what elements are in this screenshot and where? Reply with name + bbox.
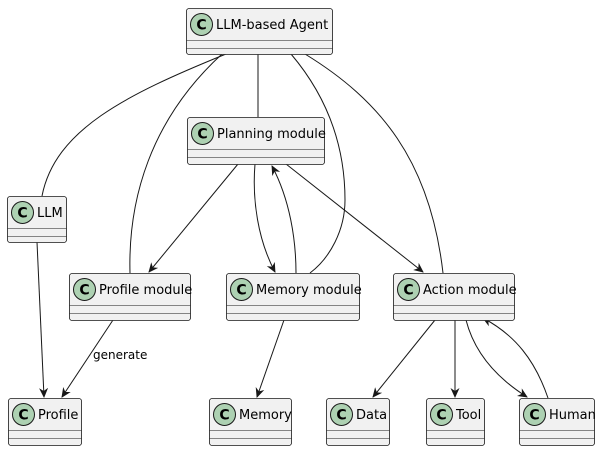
relation-agent-to-memorym [290, 53, 346, 274]
relation-human-to-actionm [482, 317, 549, 399]
class-stereotype-icon [430, 403, 453, 426]
class-profilem[interactable]: C Profile module [69, 273, 193, 321]
relation-planning-to-profilem [148, 163, 239, 273]
class-name: LLM [37, 206, 63, 221]
class-stereotype-letter: C [436, 408, 446, 424]
class-stereotype-letter: C [196, 18, 206, 34]
class-stereotype-letter: C [197, 127, 207, 143]
class-stereotype-letter: C [219, 408, 229, 424]
relation-agent-to-actionm [304, 53, 444, 274]
relation-planning-to-actionm [285, 163, 424, 273]
class-memory[interactable]: C Memory [209, 398, 293, 446]
class-stereotype-icon [11, 201, 34, 224]
class-name: Human [549, 408, 596, 423]
relations-layer: generate [36, 53, 549, 399]
class-llm[interactable]: C LLM [7, 196, 67, 243]
class-actionm[interactable]: C Action module [393, 273, 517, 321]
class-box [393, 273, 515, 321]
class-name: Tool [455, 408, 481, 423]
class-box [187, 117, 325, 165]
class-box [226, 273, 360, 321]
class-stereotype-icon [73, 278, 96, 301]
class-agent[interactable]: C LLM-based Agent [186, 8, 333, 55]
class-name: Action module [423, 283, 517, 298]
class-stereotype-icon [230, 278, 253, 301]
class-stereotype-letter: C [17, 206, 27, 222]
class-stereotype-letter: C [403, 283, 413, 299]
relation-memorym-to-planning [271, 165, 297, 274]
class-name: Data [356, 408, 387, 423]
relation-actionm-to-human [465, 319, 528, 398]
class-name: Profile [38, 408, 78, 423]
class-profile[interactable]: C Profile [8, 398, 82, 446]
class-planning[interactable]: C Planning module [187, 117, 326, 165]
class-stereotype-icon [523, 403, 546, 426]
class-stereotype-letter: C [18, 408, 28, 424]
class-stereotype-letter: C [336, 408, 346, 424]
relation-agent-to-profilem [129, 53, 223, 274]
class-stereotype-letter: C [236, 283, 246, 299]
class-name: Memory module [256, 283, 362, 298]
class-stereotype-icon [330, 403, 353, 426]
class-stereotype-icon [190, 13, 213, 36]
class-box [69, 273, 191, 321]
class-name: Memory [239, 408, 292, 423]
class-stereotype-icon [397, 278, 420, 301]
class-memorym[interactable]: C Memory module [226, 273, 362, 321]
class-stereotype-icon [213, 403, 236, 426]
relation-profilem-to-profile [61, 319, 114, 398]
relation-planning-to-memorym [253, 163, 276, 273]
class-tool[interactable]: C Tool [426, 398, 485, 446]
class-name: Profile module [99, 283, 192, 298]
relation-actionm-to-data [372, 319, 436, 398]
relation-llm-to-profile [36, 241, 49, 398]
class-name: Planning module [217, 127, 326, 142]
class-data[interactable]: C Data [326, 398, 390, 446]
class-stereotype-icon [12, 403, 35, 426]
relation-label: generate [93, 348, 147, 362]
class-stereotype-letter: C [79, 283, 89, 299]
class-name: LLM-based Agent [216, 18, 328, 33]
class-stereotype-icon [191, 122, 214, 145]
relation-agent-to-llm [41, 53, 227, 197]
class-stereotype-letter: C [529, 408, 539, 424]
class-human[interactable]: C Human [519, 398, 596, 446]
relation-memorym-to-memory [255, 319, 285, 398]
class-box [186, 8, 333, 55]
